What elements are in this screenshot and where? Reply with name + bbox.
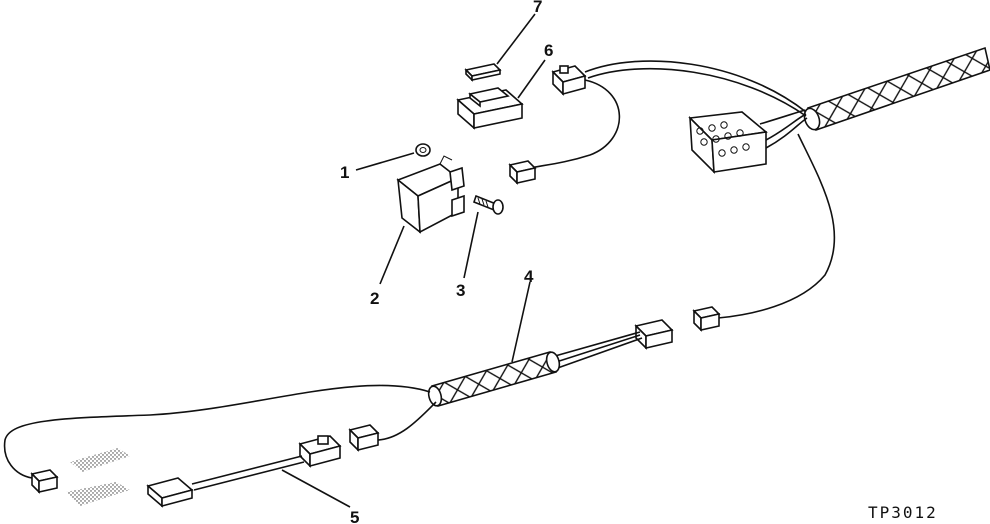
callout-1: 1: [340, 163, 349, 182]
callout-5: 5: [350, 508, 359, 524]
part-6-relay-socket: [456, 87, 524, 130]
multi-pin-connector-block: [688, 109, 808, 175]
callout-7: 7: [533, 0, 542, 16]
part-7-retainer-clip: [464, 63, 502, 82]
leader-4: [511, 281, 531, 363]
relay-connector-plug: [508, 160, 537, 185]
callout-2: 2: [370, 289, 379, 308]
leader-5: [281, 469, 351, 508]
wire-connector-6-loop: [529, 79, 621, 169]
part-3-bolt: [473, 194, 504, 215]
part-2-relay: [396, 155, 465, 234]
wire-harness-down: [717, 133, 836, 319]
wire-harness-to-connector-6: [584, 60, 807, 113]
callout-3: 3: [456, 281, 465, 300]
dotted-shadow-patches: [66, 448, 130, 506]
part-4-braided-harness: [427, 351, 561, 407]
wire-harness-to-connector-6b: [587, 67, 807, 117]
main-harness-braided: [803, 46, 990, 132]
leader-2: [379, 225, 405, 285]
left-end-plug: [30, 469, 59, 494]
leader-6: [517, 59, 546, 99]
wire-left-long: [3, 384, 431, 479]
leader-1: [355, 152, 415, 171]
leader-3: [463, 211, 479, 279]
figure-reference: TP3012: [868, 503, 938, 522]
callout-6: 6: [544, 41, 553, 60]
harness-mid-connector-female: [692, 306, 721, 332]
leader-7: [496, 13, 536, 65]
wire-braid-to-connector: [375, 401, 437, 441]
braid-bottom-connector: [348, 424, 380, 452]
part-5-jumper-lead: [146, 435, 342, 508]
part-4-connector-male: [634, 319, 674, 350]
part-1-nut: [415, 143, 431, 157]
connector-6-plug: [551, 65, 587, 96]
callout-4: 4: [524, 267, 534, 286]
